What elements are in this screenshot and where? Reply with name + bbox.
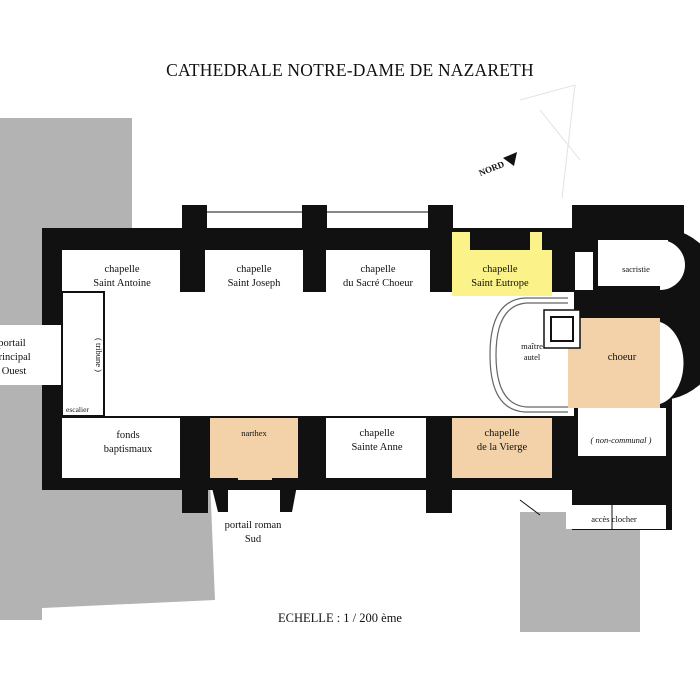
room-choeur — [568, 318, 660, 408]
room-fonds — [62, 418, 180, 478]
room-labels: chapelle Saint Antoine chapelle Saint Jo… — [0, 264, 652, 545]
room-noncommunal — [578, 408, 666, 456]
label-antoine-2: Saint Antoine — [93, 278, 151, 289]
room-eutrope — [452, 250, 552, 296]
label-portail-ouest-3: Ouest — [2, 366, 27, 377]
label-joseph-2: Saint Joseph — [228, 278, 282, 289]
label-maitre-1: maître — [521, 341, 543, 351]
label-anne-2: Sainte Anne — [351, 442, 402, 453]
buttress-n1 — [182, 205, 207, 235]
room-sacristie — [598, 240, 668, 286]
north-arrow: NORD — [477, 152, 517, 178]
buttress-n3 — [428, 205, 453, 235]
buttress-n2 — [302, 205, 327, 235]
south-portal-passage — [228, 490, 280, 530]
room-joseph — [205, 250, 303, 296]
label-fonds-1: fonds — [116, 430, 139, 441]
label-vierge-1: chapelle — [485, 428, 520, 439]
label-anne-1: chapelle — [360, 428, 395, 439]
room-narthex-porch — [238, 455, 272, 480]
label-sacre-1: chapelle — [361, 264, 396, 275]
eutrope-niche2 — [530, 232, 542, 252]
chancel-rail — [489, 297, 568, 413]
exterior-west — [0, 118, 132, 228]
west-portal-passage — [0, 325, 62, 385]
room-sacre — [326, 250, 430, 296]
floor-areas — [0, 232, 685, 530]
label-sacristie: sacristie — [622, 264, 650, 274]
room-anne — [326, 418, 426, 478]
label-eutrope-1: chapelle — [483, 264, 518, 275]
label-vierge-2: de la Vierge — [477, 442, 528, 453]
label-clocher: accès clocher — [591, 514, 637, 524]
scale-label: ECHELLE : 1 / 200 ème — [278, 611, 402, 625]
label-portail-ouest-1: portail — [0, 338, 26, 349]
label-fonds-2: baptismaux — [104, 444, 153, 455]
label-escalier: escalier — [66, 405, 89, 414]
label-portail-sud-2: Sud — [245, 534, 262, 545]
exterior-southeast — [520, 512, 640, 632]
label-choeur: choeur — [608, 352, 637, 363]
buttress-s1 — [182, 485, 208, 513]
sacristie-apse — [660, 240, 685, 290]
room-vierge — [452, 418, 552, 478]
label-narthex: narthex — [241, 428, 267, 438]
label-portail-ouest-2: principal — [0, 352, 31, 363]
label-maitre-2: autel — [524, 352, 541, 362]
eutrope-niche — [452, 232, 470, 252]
altar — [543, 309, 581, 349]
north-arrow-icon — [503, 152, 517, 166]
label-joseph-1: chapelle — [237, 264, 272, 275]
buttress-s2 — [426, 485, 452, 513]
room-clocher — [566, 505, 666, 529]
choeur-apse — [660, 322, 684, 404]
label-eutrope-2: Saint Eutrope — [471, 278, 529, 289]
label-tribune: ( tribune ) — [94, 338, 104, 372]
plan-title: CATHEDRALE NOTRE-DAME DE NAZARETH — [166, 60, 534, 80]
small-room-ne — [575, 252, 593, 290]
north-label: NORD — [477, 159, 506, 178]
sketch-lines — [519, 84, 581, 199]
label-sacre-2: du Sacré Choeur — [343, 278, 413, 289]
wall-details — [207, 211, 613, 530]
label-antoine-1: chapelle — [105, 264, 140, 275]
room-antoine — [62, 250, 180, 296]
label-noncommunal: ( non-communal ) — [591, 435, 652, 445]
tribune-stair-area — [61, 291, 105, 417]
nave-floor — [62, 292, 574, 416]
label-portail-sud-1: portail roman — [225, 520, 283, 531]
